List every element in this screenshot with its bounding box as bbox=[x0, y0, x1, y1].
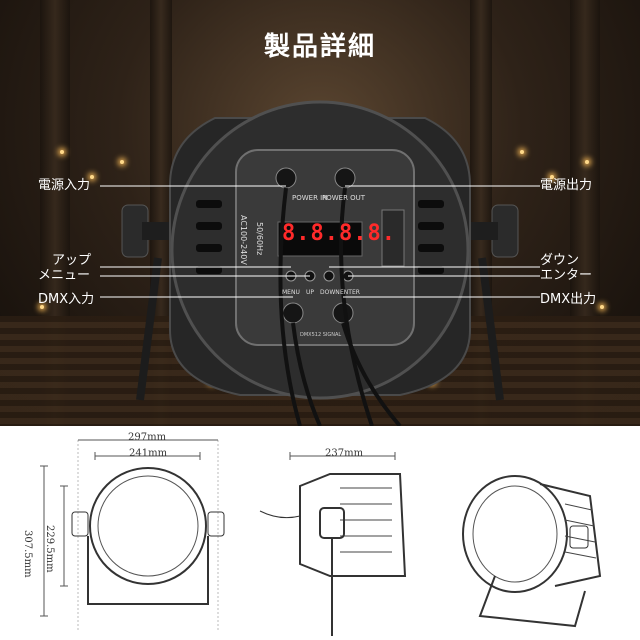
dimension-drawings bbox=[40, 439, 602, 636]
dmx-output-label: DMX出力 bbox=[540, 292, 597, 307]
page-title: 製品詳細 bbox=[263, 32, 376, 62]
freq-text: 50/60Hz bbox=[255, 222, 264, 256]
dmx-input-label: DMX入力 bbox=[38, 292, 95, 307]
dmx-signal-text: DMX512 SIGNAL bbox=[300, 332, 342, 338]
fixture-back-view bbox=[121, 100, 519, 426]
up-button-label: UP bbox=[306, 289, 315, 296]
up-label: アップ bbox=[52, 253, 92, 268]
power-input-label: 電源入力 bbox=[38, 178, 91, 193]
led-display: 8.8.8.8. bbox=[282, 221, 396, 246]
enter-button-label: ENTER bbox=[340, 289, 360, 296]
dim-width-outer: 297mm bbox=[128, 432, 167, 443]
voltage-text: AC100-240V bbox=[239, 215, 248, 265]
power-out-text: POWER OUT bbox=[322, 194, 366, 202]
product-photo-section: POWER IN POWER OUT AC100-240V 50/60Hz 8.… bbox=[0, 0, 640, 426]
down-label: ダウン bbox=[540, 253, 580, 268]
dim-height-total: 307.5mm bbox=[22, 530, 33, 578]
dim-height-inner: 229.5mm bbox=[44, 525, 55, 573]
power-output-label: 電源出力 bbox=[540, 178, 593, 193]
power-in-text: POWER IN bbox=[292, 194, 328, 202]
down-button-label: DOWN bbox=[320, 289, 340, 296]
dim-width-inner: 241mm bbox=[129, 448, 168, 459]
menu-button-label: MENU bbox=[282, 289, 300, 296]
dim-depth: 237mm bbox=[325, 448, 364, 459]
enter-label: エンター bbox=[540, 268, 593, 283]
menu-label: メニュー bbox=[38, 268, 91, 283]
